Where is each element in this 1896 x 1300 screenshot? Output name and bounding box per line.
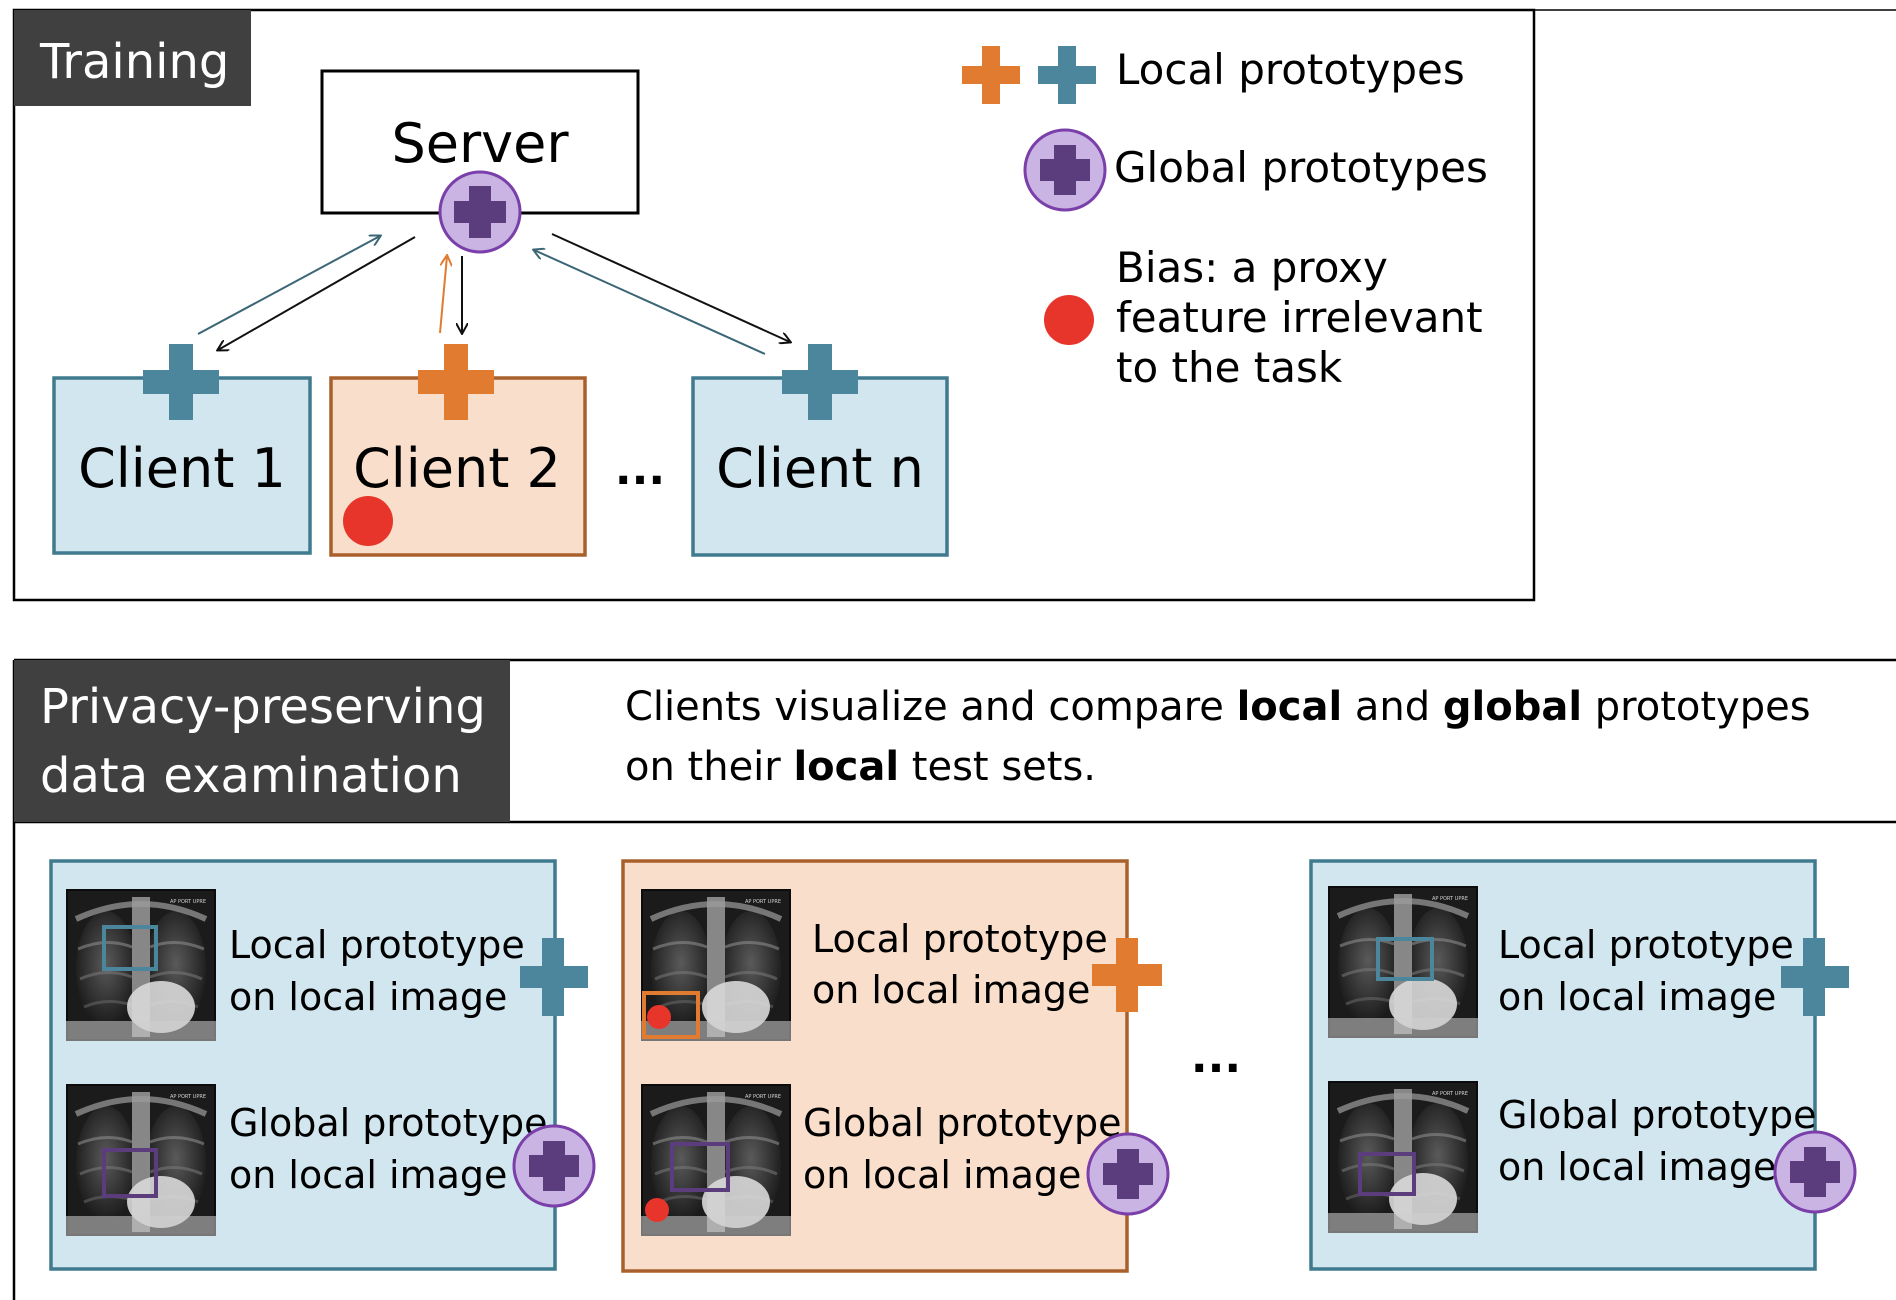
training-header-bg: [14, 10, 251, 106]
card-2-global-line-1: Global prototype: [803, 1101, 1122, 1145]
client-2-bias-dot: [343, 496, 393, 546]
examination-header-bg: [14, 660, 510, 822]
card-3-local-line-1: Local prototype: [1498, 923, 1794, 967]
examination-header-line-1: Privacy-preserving: [40, 679, 486, 735]
svg-text:AP PORT UPRE: AP PORT UPRE: [1432, 896, 1468, 902]
card-1-local-line-2: on local image: [229, 975, 507, 1019]
card-2-local-prototype-icon: [1092, 938, 1162, 1012]
examination-description-line-1: Clients visualize and compare local and …: [625, 684, 1811, 730]
card-2-local-prototype-box: [642, 991, 700, 1039]
svg-text:AP PORT UPRE: AP PORT UPRE: [745, 899, 781, 905]
legend-global-label: Global prototypes: [1114, 143, 1488, 192]
card-3-global-prototype-box: [1358, 1152, 1416, 1196]
card-3-local-line-2: on local image: [1498, 975, 1776, 1019]
client-n-local-prototype-icon: [782, 344, 858, 420]
client1-server-arrows: [197, 236, 416, 350]
examination-header-line-2: data examination: [40, 748, 462, 804]
clients-ellipsis: ...: [615, 444, 665, 495]
legend-bias-line-1: Bias: a proxy: [1116, 243, 1388, 292]
card-2-local-bias-dot: [647, 1005, 671, 1029]
legend-blue-cross-icon: [1038, 46, 1096, 104]
client-1-label: Client 1: [78, 437, 286, 500]
training-header: Training: [39, 34, 229, 90]
card-2-local-line-2: on local image: [812, 968, 1090, 1012]
examination-card-3: AP PORT UPRE Local prototype on local im…: [1309, 859, 1857, 1271]
card-3-global-line-2: on local image: [1498, 1145, 1776, 1189]
legend-global-prototype-icon: [1023, 128, 1107, 212]
svg-text:AP PORT UPRE: AP PORT UPRE: [745, 1094, 781, 1100]
card-3-global-xray-image: AP PORT UPRE: [1328, 1081, 1478, 1233]
card-2-global-prototype-box: [670, 1142, 730, 1192]
svg-text:AP PORT UPRE: AP PORT UPRE: [1432, 1091, 1468, 1097]
legend-bias-line-3: to the task: [1116, 343, 1343, 392]
legend-bias-line-2: feature irrelevant: [1116, 293, 1483, 342]
legend-local-label: Local prototypes: [1116, 45, 1465, 94]
card-1-global-line-1: Global prototype: [229, 1101, 548, 1145]
card-1-global-prototype-box: [102, 1148, 158, 1198]
cards-ellipsis: ...: [1191, 1032, 1241, 1083]
server-label: Server: [391, 112, 569, 175]
clientn-server-arrows: [534, 233, 790, 355]
card-3-global-prototype-icon: [1773, 1130, 1857, 1214]
client2-server-arrows: [439, 256, 462, 333]
card-1-local-xray-image: AP PORT UPRE: [66, 889, 216, 1041]
card-1-local-prototype-icon: [520, 938, 588, 1016]
card-2-global-line-2: on local image: [803, 1153, 1081, 1197]
card-1-global-line-2: on local image: [229, 1153, 507, 1197]
card-1-local-line-1: Local prototype: [229, 923, 525, 967]
legend: Local prototypes Global prototypes Bias:…: [962, 45, 1488, 392]
svg-text:AP PORT UPRE: AP PORT UPRE: [170, 899, 206, 905]
examination-card-1: AP PORT UPRE Local prototype on local im…: [49, 859, 596, 1271]
card-1-global-xray-image: AP PORT UPRE: [66, 1084, 216, 1236]
examination-card-2: AP PORT UPRE Local prototype on local im…: [621, 859, 1170, 1273]
client-n-label: Client n: [716, 437, 924, 500]
card-3-local-prototype-icon: [1781, 938, 1849, 1016]
card-2-global-bias-dot: [645, 1198, 669, 1222]
card-1-local-prototype-box: [102, 925, 158, 971]
examination-description-line-2: on their local test sets.: [625, 744, 1096, 790]
server-global-prototype-icon: [438, 170, 522, 254]
card-3-local-prototype-box: [1376, 937, 1434, 981]
card-3-global-line-1: Global prototype: [1498, 1093, 1817, 1137]
svg-text:AP PORT UPRE: AP PORT UPRE: [170, 1094, 206, 1100]
card-2-global-xray-image: AP PORT UPRE: [641, 1084, 791, 1236]
card-2-local-xray-image: AP PORT UPRE: [641, 889, 791, 1041]
client-2-local-prototype-icon: [418, 344, 494, 420]
client-2-label: Client 2: [353, 437, 561, 500]
legend-orange-cross-icon: [962, 46, 1020, 104]
client-1-local-prototype-icon: [143, 344, 219, 420]
card-1-global-prototype-icon: [512, 1124, 596, 1208]
card-2-global-prototype-icon: [1086, 1132, 1170, 1216]
card-3-local-xray-image: AP PORT UPRE: [1328, 886, 1478, 1038]
legend-bias-dot: [1044, 295, 1094, 345]
card-2-local-line-1: Local prototype: [812, 917, 1108, 961]
